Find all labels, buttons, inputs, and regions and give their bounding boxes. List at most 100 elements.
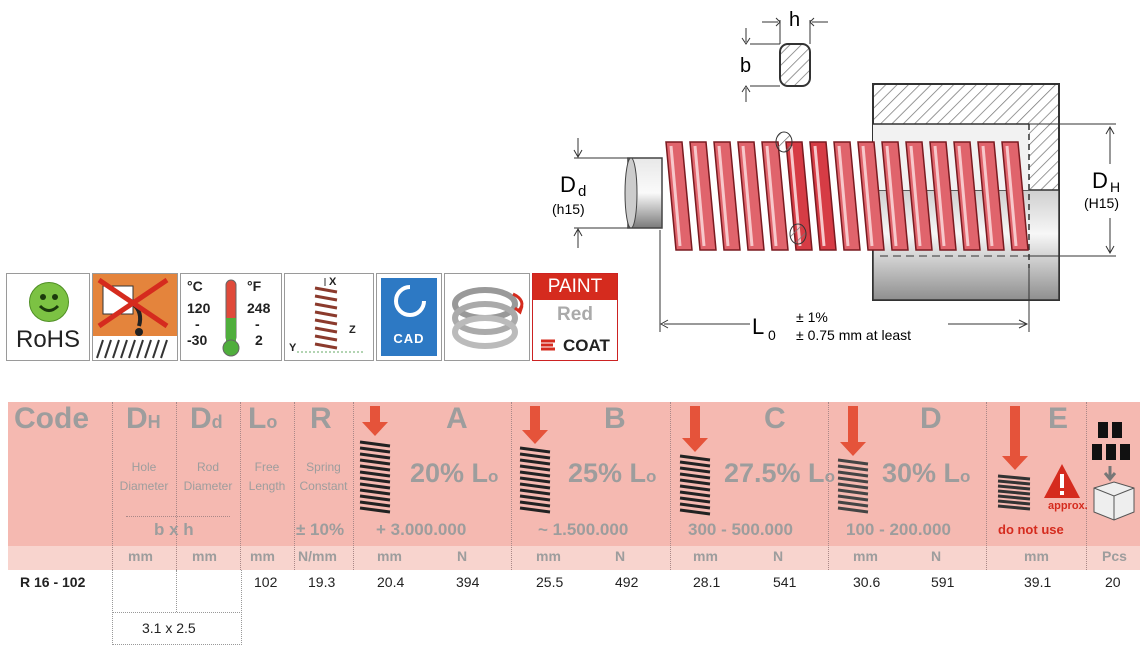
axis-y-label: Y [289,342,297,354]
header-b: B [604,402,626,435]
unit-cell: Pcs [1102,548,1127,564]
wire-section-icon [779,43,811,87]
spring-coil-highlight [933,145,946,247]
unit-cell: mm [377,548,402,564]
row-d-mm: 30.6 [853,574,881,590]
thermometer-icon [222,279,240,357]
row-e-mm: 39.1 [1024,574,1052,590]
dd-sub: d [578,183,586,200]
package-quantity-icon [1092,422,1135,521]
unit-cell: mm [536,548,561,564]
row-a-n: 394 [456,574,480,590]
spring-coil-highlight [957,145,970,247]
axis-x-label: X [329,276,337,288]
fahrenheit-max: 248 [247,300,271,316]
life-a: + 3.000.000 [376,520,467,539]
fahrenheit-unit: °F [247,278,262,294]
pct-c: 27.5% Lo [724,458,835,488]
header-d: D [920,402,942,435]
spring-coils [665,131,1029,251]
unit-cell: mm [853,548,878,564]
spring-coil-highlight [861,145,874,247]
coil-spring-icon [444,273,530,361]
row-spring-constant: 19.3 [308,574,336,590]
coat-mark-icon [541,339,555,351]
l0-sub: 0 [768,327,776,343]
row-free-length: 102 [254,574,278,590]
header-dh: DH [126,402,161,435]
paint-coat-badge: PAINT Red COAT [532,273,618,361]
unit-cell: mm [192,548,217,564]
wire-cut-section [789,223,807,245]
pct-b: 25% Lo [568,458,657,488]
unit-cell: N [457,548,468,564]
dh-sub: H [1110,179,1120,195]
header-c: C [764,402,786,435]
unit-cell: N [931,548,942,564]
pct-d: 30% Lo [882,458,971,488]
spring-coil-highlight [1005,145,1018,247]
header-r: R [310,402,332,435]
rohs-label: RoHS [15,326,81,353]
feature-icon-strip: RoHS °C °F 120 - -30 248 - 2 X Y Z [6,273,620,361]
spring-coil-highlight [741,145,754,247]
l0-tolerance-1: ± 1% [796,309,828,325]
row-a-mm: 20.4 [377,574,405,590]
cad-label: CAD [393,331,425,346]
row-code: R 16 - 102 [20,574,86,590]
do-not-use-label: do not use [998,522,1064,537]
pct-a: 20% Lo [410,458,499,488]
life-d: 100 - 200.000 [846,520,951,539]
spring-coil-highlight [981,145,994,247]
paint-color-label: Red [557,304,593,325]
dh-label: D [1092,168,1108,193]
r-tolerance: ± 10% [296,520,345,539]
unit-cell: N [773,548,784,564]
header-l0: Lo [248,402,278,435]
spring-dimension-diagram: h b D d (h15) D H (H15) L 0 ± 1% ± 0.75 … [552,9,1120,343]
spring-coil-highlight [765,145,778,247]
row-pcs: 20 [1105,574,1121,590]
b-label: b [740,55,751,77]
units-row [8,546,1140,570]
row-d-n: 591 [931,574,955,590]
axis-z-label: Z [349,324,356,336]
spring-27-5pct-icon [679,406,711,516]
approx-label: approx. [1048,500,1088,512]
unit-cell: mm [693,548,718,564]
spring-coil-highlight [885,145,898,247]
fahrenheit-separator: - [255,316,260,332]
wire-cut-section [775,131,793,153]
spring-25pct-icon [519,406,551,514]
spring-max-icon [997,406,1031,511]
chemical-resistance-icon [92,273,178,361]
l0-label: L [752,314,764,339]
header-e: E [1048,402,1069,435]
paint-label: PAINT [533,274,617,300]
celsius-min: -30 [187,332,208,348]
rohs-badge: RoHS [6,273,90,361]
life-b: ~ 1.500.000 [538,520,629,539]
fahrenheit-min: 2 [255,332,263,348]
l0-tolerance-2: ± 0.75 mm at least [796,327,911,343]
row-bxh: 3.1 x 2.5 [142,620,196,636]
spring-coil-highlight [909,145,922,247]
spring-coil-highlight [813,145,826,247]
row-c-mm: 28.1 [693,574,721,590]
row-c-n: 541 [773,574,797,590]
coat-label: COAT [563,336,610,355]
life-c: 300 - 500.000 [688,520,793,539]
row-b-n: 492 [615,574,639,590]
header-a: A [446,402,468,435]
celsius-separator: - [195,316,200,332]
cad-icon: CAD [376,273,442,361]
unit-cell: N [615,548,626,564]
header-dd: Dd [190,402,223,435]
unit-cell: mm [250,548,275,564]
unit-cell: mm [1024,548,1049,564]
dd-tolerance: (h15) [552,201,585,217]
table-header [8,402,1140,546]
spring-coil-highlight [717,145,730,247]
